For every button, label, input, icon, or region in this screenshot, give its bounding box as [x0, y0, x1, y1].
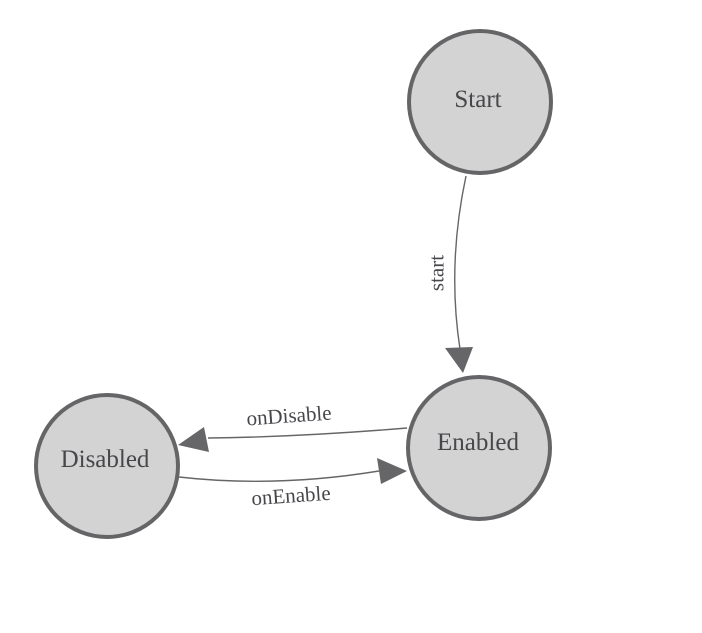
node-enabled-circle[interactable]	[406, 375, 552, 521]
node-label-start: Start	[454, 86, 502, 113]
edge-label-start: start	[424, 254, 449, 292]
node-label-enabled: Enabled	[437, 429, 519, 456]
arrowhead-disabled-to-enabled	[377, 458, 407, 484]
edge-start-to-enabled[interactable]	[454, 175, 467, 350]
arrowhead-start-to-enabled	[445, 347, 473, 373]
node-label-disabled: Disabled	[60, 446, 150, 473]
node-start-circle[interactable]	[407, 29, 553, 175]
arrowhead-enabled-to-disabled	[178, 427, 209, 452]
edge-disabled-to-enabled[interactable]	[178, 470, 380, 483]
edge-enabled-to-disabled[interactable]	[207, 427, 408, 439]
node-disabled-circle[interactable]	[34, 393, 180, 539]
